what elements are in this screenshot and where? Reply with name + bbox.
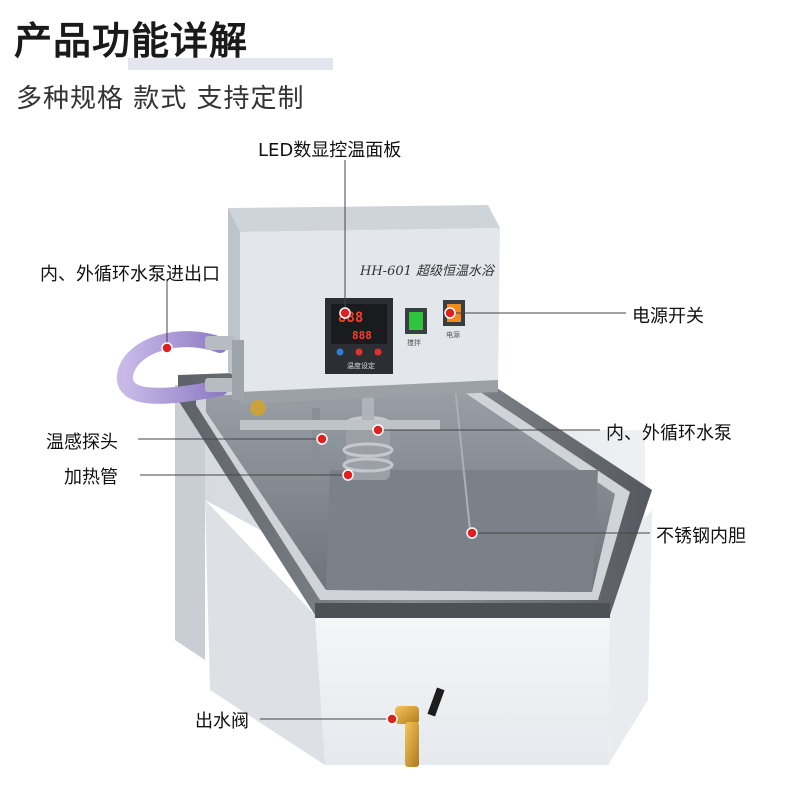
circulation-hose (116, 331, 266, 416)
marker-stainless-liner (466, 527, 478, 539)
callout-circulation-port: 内、外循环水泵进出口 (40, 264, 220, 285)
callout-stainless-liner: 不锈钢内胆 (656, 526, 746, 547)
marker-circulation-pump (372, 424, 384, 436)
controller-reading-bottom: 888 (352, 329, 372, 342)
callout-power-switch: 电源开关 (632, 306, 704, 327)
stir-switch-caption: 搅拌 (407, 338, 421, 347)
controller-set-button[interactable] (336, 348, 344, 356)
marker-temp-probe (316, 433, 328, 445)
callout-circulation-pump: 内、外循环水泵 (606, 423, 732, 444)
title-underline (128, 58, 333, 70)
marker-circulation-port (161, 342, 173, 354)
marker-outlet-valve (386, 713, 398, 725)
controller-up-button[interactable] (355, 348, 363, 356)
marker-heating-tube (342, 469, 354, 481)
callout-heating-tube: 加热管 (64, 467, 118, 488)
controller-down-button[interactable] (374, 348, 382, 356)
page-subtitle: 多种规格 款式 支持定制 (16, 84, 305, 114)
temperature-controller: 888 888 温度设定 (325, 298, 393, 374)
marker-power-switch (444, 307, 456, 319)
stir-switch[interactable] (405, 308, 427, 334)
callout-led-panel: LED数显控温面板 (258, 140, 402, 161)
callout-temp-probe: 温感探头 (46, 432, 118, 453)
power-switch-caption: 电源 (446, 330, 460, 339)
callout-outlet-valve: 出水阀 (195, 711, 249, 732)
marker-led-panel (339, 307, 351, 319)
callout-markers (161, 307, 478, 725)
panel-brand: HH-601 超级恒温水浴 (359, 264, 496, 279)
callout-lines (138, 160, 650, 720)
outlet-valve[interactable] (395, 687, 445, 767)
controller-caption: 温度设定 (347, 361, 375, 370)
page-title: 产品功能详解 (14, 19, 249, 63)
